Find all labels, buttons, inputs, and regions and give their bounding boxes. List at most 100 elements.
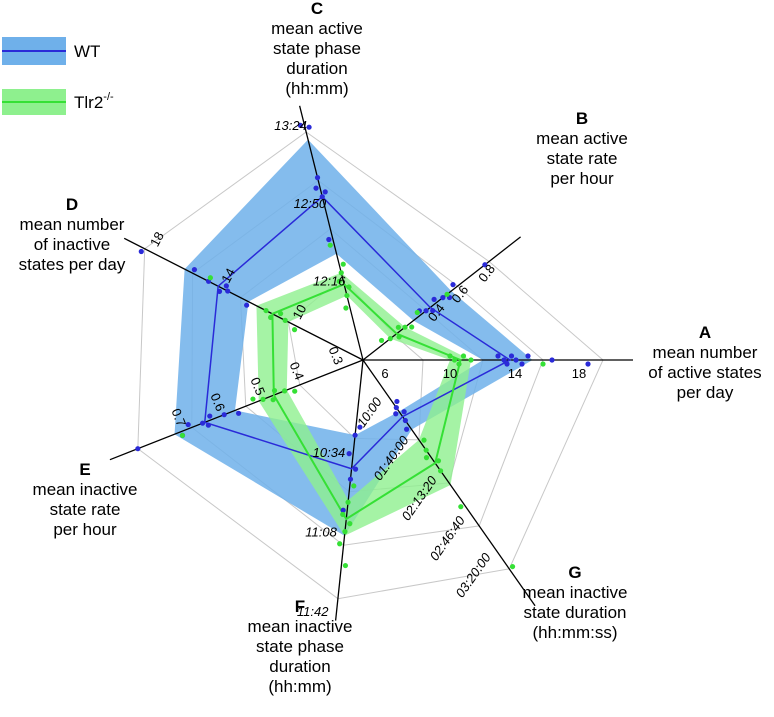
tick-label-C: 13:24 bbox=[274, 118, 307, 133]
data-point-tlr2-F bbox=[340, 511, 346, 518]
data-point-wt-C bbox=[314, 175, 321, 181]
data-point-tlr2-C bbox=[336, 278, 342, 284]
data-point-wt-E bbox=[205, 422, 211, 428]
axis-letter-F: F bbox=[295, 597, 305, 616]
data-point-tlr2-E bbox=[179, 432, 186, 439]
tick-label-E: 0.7 bbox=[168, 406, 189, 428]
data-point-tlr2-A bbox=[460, 353, 467, 359]
data-point-tlr2-G bbox=[423, 455, 430, 461]
axis-letter-A: A bbox=[699, 323, 711, 342]
data-point-tlr2-D bbox=[291, 327, 298, 333]
data-point-wt-C bbox=[297, 122, 303, 128]
data-point-tlr2-E bbox=[250, 396, 256, 402]
axis-title-F: (hh:mm) bbox=[268, 677, 331, 696]
axis-title-F: duration bbox=[269, 657, 330, 676]
band-layer bbox=[174, 139, 533, 536]
data-point-wt-D bbox=[138, 248, 144, 255]
data-point-tlr2-G bbox=[438, 468, 444, 474]
data-point-wt-E bbox=[199, 420, 206, 426]
axis-title-B: state rate bbox=[547, 149, 618, 168]
data-point-wt-C bbox=[322, 189, 328, 195]
data-point-wt-B bbox=[482, 262, 488, 268]
data-point-wt-G bbox=[404, 426, 410, 432]
data-point-tlr2-E bbox=[271, 387, 278, 394]
data-point-wt-D bbox=[191, 267, 198, 273]
data-point-wt-D bbox=[244, 302, 250, 308]
tick-label-E: 0.6 bbox=[207, 391, 228, 413]
data-point-tlr2-F bbox=[345, 499, 351, 505]
data-point-tlr2-D bbox=[207, 275, 213, 281]
data-point-tlr2-F bbox=[351, 483, 357, 489]
data-point-tlr2-G bbox=[435, 458, 442, 464]
grid-ring-3 bbox=[137, 131, 604, 600]
data-point-wt-B bbox=[423, 308, 429, 314]
data-point-wt-C bbox=[313, 185, 319, 191]
data-point-tlr2-F bbox=[342, 529, 348, 535]
data-point-wt-A bbox=[508, 353, 515, 359]
data-point-tlr2-C bbox=[338, 270, 344, 276]
data-point-wt-G bbox=[402, 417, 408, 424]
axis-title-C: state phase bbox=[273, 39, 361, 58]
axis-line-G bbox=[362, 359, 536, 607]
data-point-tlr2-A bbox=[468, 357, 474, 363]
legend: WT Tlr2-/- bbox=[2, 37, 114, 115]
data-point-tlr2-D bbox=[267, 314, 274, 321]
data-point-wt-B bbox=[431, 296, 437, 302]
data-point-wt-A bbox=[525, 353, 531, 359]
data-point-wt-E bbox=[221, 412, 227, 418]
data-point-wt-E bbox=[135, 446, 141, 452]
tick-label-E: 0.4 bbox=[287, 360, 308, 382]
data-point-wt-B bbox=[450, 282, 456, 288]
data-point-tlr2-C bbox=[346, 284, 352, 290]
data-point-wt-B bbox=[440, 295, 446, 301]
data-point-wt-A bbox=[585, 361, 591, 367]
axis-title-B: mean active bbox=[536, 129, 628, 148]
data-point-tlr2-E bbox=[260, 396, 266, 402]
data-point-wt-F bbox=[352, 432, 358, 438]
axis-title-D: mean number bbox=[20, 215, 125, 234]
data-point-tlr2-C bbox=[327, 242, 333, 248]
tick-label-C: 12:50 bbox=[294, 196, 327, 211]
axis-title-F: mean inactive bbox=[248, 617, 353, 636]
data-point-tlr2-D bbox=[263, 307, 269, 314]
data-point-wt-F bbox=[357, 424, 363, 430]
data-point-tlr2-C bbox=[343, 305, 349, 311]
axis-letter-D: D bbox=[66, 195, 78, 214]
data-point-tlr2-B bbox=[444, 291, 450, 297]
axis-title-A: per day bbox=[677, 383, 734, 402]
axis-title-A: mean number bbox=[653, 343, 758, 362]
axis-letter-B: B bbox=[576, 109, 588, 128]
data-point-tlr2-B bbox=[395, 324, 401, 330]
data-point-wt-E bbox=[185, 421, 191, 428]
data-point-tlr2-D bbox=[278, 310, 284, 317]
axis-title-D: states per day bbox=[19, 255, 126, 274]
data-point-wt-F bbox=[347, 476, 354, 482]
data-point-tlr2-E bbox=[292, 388, 298, 394]
axis-letter-C: C bbox=[311, 0, 323, 18]
axis-title-G: mean inactive bbox=[523, 583, 628, 602]
data-point-tlr2-G bbox=[423, 447, 429, 453]
axis-title-A: of active states bbox=[648, 363, 761, 382]
data-point-tlr2-A bbox=[456, 361, 462, 367]
axis-title-C: duration bbox=[286, 59, 347, 78]
tick-label-G: 02:46:40 bbox=[427, 513, 469, 564]
data-point-wt-E bbox=[207, 413, 213, 419]
tick-label-E: 0.3 bbox=[326, 344, 347, 366]
data-point-wt-A bbox=[495, 353, 501, 359]
data-point-wt-G bbox=[393, 405, 399, 411]
tick-label-G: 03:20:00 bbox=[452, 550, 494, 601]
mean-layer bbox=[203, 195, 512, 521]
axis-title-F: state phase bbox=[256, 637, 344, 656]
data-point-tlr2-G bbox=[509, 563, 516, 570]
tick-label-A: 18 bbox=[572, 366, 586, 381]
data-point-wt-F bbox=[340, 507, 346, 513]
axis-title-E: per hour bbox=[53, 520, 117, 539]
axis-title-C: (hh:mm) bbox=[285, 79, 348, 98]
data-point-tlr2-F bbox=[337, 541, 343, 547]
data-point-tlr2-F bbox=[347, 521, 353, 527]
mean-line-tlr2 bbox=[271, 283, 462, 521]
data-point-tlr2-B bbox=[414, 309, 420, 316]
axis-title-D: of inactive bbox=[34, 235, 111, 254]
data-point-tlr2-B bbox=[387, 336, 393, 342]
